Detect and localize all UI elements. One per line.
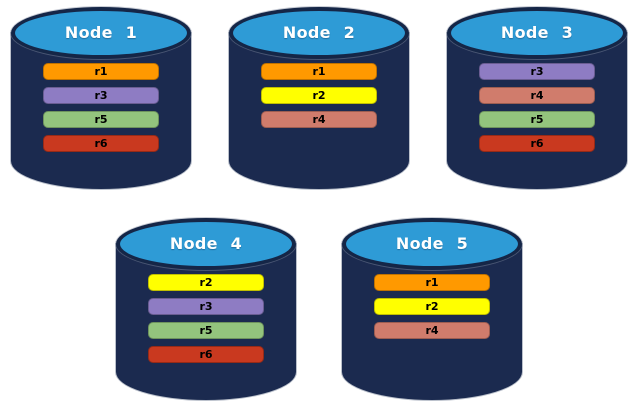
replica-bar: r3 xyxy=(148,298,264,315)
replica-bar: r5 xyxy=(479,111,595,128)
replica-bar: r2 xyxy=(261,87,377,104)
node-4-replica-list: r2 r3 r5 r6 xyxy=(116,274,296,363)
node-2-cylinder-top: Node 2 xyxy=(229,7,409,59)
replica-bar: r2 xyxy=(148,274,264,291)
node-1-replica-list: r1 r3 r5 r6 xyxy=(11,63,191,152)
node-5-cylinder-top: Node 5 xyxy=(342,218,522,270)
node-row-top: Node 1 r1 r3 r5 r6 Node 2 r1 r2 r4 N xyxy=(0,7,638,190)
replica-bar: r5 xyxy=(43,111,159,128)
node-4-cylinder: Node 4 r2 r3 r5 r6 xyxy=(116,218,296,401)
replica-bar: r6 xyxy=(479,135,595,152)
node-2-title: Node 2 xyxy=(282,23,356,42)
replica-bar: r1 xyxy=(374,274,490,291)
replica-bar: r1 xyxy=(261,63,377,80)
replica-bar: r4 xyxy=(261,111,377,128)
replica-bar: r4 xyxy=(374,322,490,339)
replica-bar: r6 xyxy=(43,135,159,152)
replica-bar: r2 xyxy=(374,298,490,315)
node-5-replica-list: r1 r2 r4 xyxy=(342,274,522,339)
node-3-cylinder-top: Node 3 xyxy=(447,7,627,59)
replica-bar: r6 xyxy=(148,346,264,363)
node-5-cylinder: Node 5 r1 r2 r4 xyxy=(342,218,522,401)
node-3-cylinder: Node 3 r3 r4 r5 r6 xyxy=(447,7,627,190)
replica-bar: r4 xyxy=(479,87,595,104)
node-4-title: Node 4 xyxy=(169,234,243,253)
node-1-cylinder: Node 1 r1 r3 r5 r6 xyxy=(11,7,191,190)
node-2-cylinder: Node 2 r1 r2 r4 xyxy=(229,7,409,190)
replica-bar: r5 xyxy=(148,322,264,339)
node-3-replica-list: r3 r4 r5 r6 xyxy=(447,63,627,152)
replica-bar: r3 xyxy=(479,63,595,80)
node-1-cylinder-top: Node 1 xyxy=(11,7,191,59)
replica-bar: r3 xyxy=(43,87,159,104)
replica-bar: r1 xyxy=(43,63,159,80)
node-row-bottom: Node 4 r2 r3 r5 r6 Node 5 r1 r2 r4 xyxy=(0,218,638,401)
node-5-title: Node 5 xyxy=(395,234,469,253)
node-4-cylinder-top: Node 4 xyxy=(116,218,296,270)
node-2-replica-list: r1 r2 r4 xyxy=(229,63,409,128)
node-1-title: Node 1 xyxy=(64,23,138,42)
node-3-title: Node 3 xyxy=(500,23,574,42)
